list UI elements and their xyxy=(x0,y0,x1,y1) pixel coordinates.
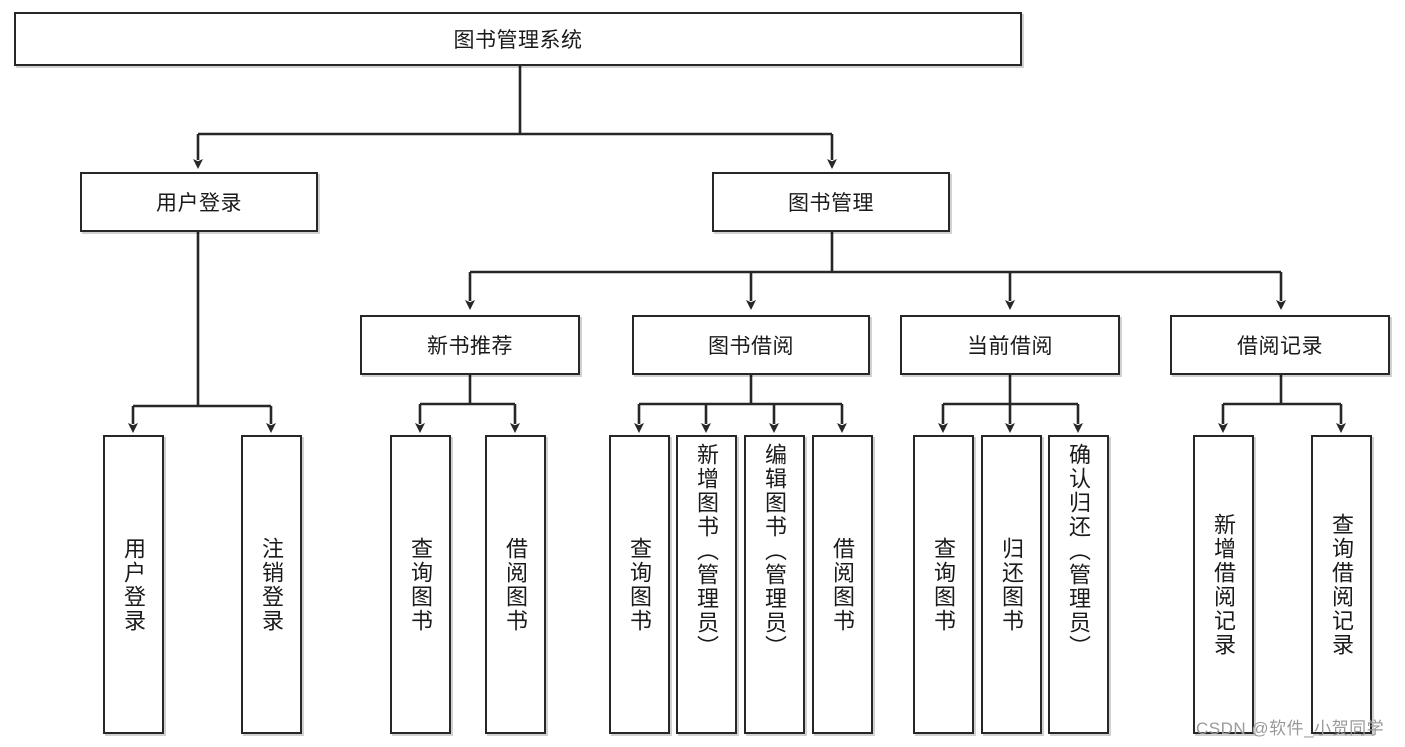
node-leaf-borrow-book-1[interactable]: 借阅图书 xyxy=(485,435,546,734)
node-borrow-record-label: 借阅记录 xyxy=(1237,335,1323,358)
node-leaf-query-book-2-label: 查询图书 xyxy=(627,536,653,633)
node-leaf-user-login-label: 用户登录 xyxy=(121,536,147,633)
node-leaf-query-book-2-label-wrap: 查询图书 xyxy=(611,437,668,732)
node-leaf-query-book-3[interactable]: 查询图书 xyxy=(913,435,974,734)
node-leaf-edit-book-label: 编辑图书（管理员） xyxy=(762,443,788,659)
node-leaf-query-book-1-label: 查询图书 xyxy=(408,536,434,633)
node-leaf-query-record-label-wrap: 查询借阅记录 xyxy=(1313,437,1370,732)
node-leaf-query-record[interactable]: 查询借阅记录 xyxy=(1311,435,1372,734)
node-user-login-label: 用户登录 xyxy=(156,192,242,215)
node-leaf-add-record[interactable]: 新增借阅记录 xyxy=(1193,435,1254,734)
node-leaf-borrow-book-2-label-wrap: 借阅图书 xyxy=(814,437,871,732)
node-leaf-query-record-label: 查询借阅记录 xyxy=(1329,512,1355,657)
node-leaf-logout-label: 注销登录 xyxy=(259,536,285,633)
node-new-book-recommend[interactable]: 新书推荐 xyxy=(360,315,580,375)
node-leaf-add-book-label-wrap: 新增图书（管理员） xyxy=(678,437,735,732)
node-leaf-borrow-book-1-label-wrap: 借阅图书 xyxy=(487,437,544,732)
node-leaf-return-book-label-wrap: 归还图书 xyxy=(983,437,1040,732)
node-leaf-user-login[interactable]: 用户登录 xyxy=(103,435,164,734)
node-book-manage-label: 图书管理 xyxy=(788,192,874,215)
node-leaf-add-record-label-wrap: 新增借阅记录 xyxy=(1195,437,1252,732)
node-leaf-query-book-3-label-wrap: 查询图书 xyxy=(915,437,972,732)
node-book-borrow[interactable]: 图书借阅 xyxy=(632,315,870,375)
node-current-borrow-label: 当前借阅 xyxy=(967,335,1053,358)
node-leaf-confirm-return-label-wrap: 确认归还（管理员） xyxy=(1050,437,1107,732)
node-leaf-user-login-label-wrap: 用户登录 xyxy=(105,437,162,732)
node-leaf-return-book-label: 归还图书 xyxy=(999,536,1025,633)
node-user-login[interactable]: 用户登录 xyxy=(80,172,318,232)
node-root[interactable]: 图书管理系统 xyxy=(14,12,1022,66)
node-root-label: 图书管理系统 xyxy=(453,29,583,52)
node-leaf-borrow-book-2[interactable]: 借阅图书 xyxy=(812,435,873,734)
node-leaf-logout-label-wrap: 注销登录 xyxy=(243,437,300,732)
node-leaf-add-book-label: 新增图书（管理员） xyxy=(694,443,720,659)
watermark-text: CSDN @软件_小贺同学 xyxy=(1196,719,1385,738)
node-leaf-query-book-3-label: 查询图书 xyxy=(931,536,957,633)
node-leaf-query-book-1[interactable]: 查询图书 xyxy=(390,435,451,734)
node-leaf-return-book[interactable]: 归还图书 xyxy=(981,435,1042,734)
node-leaf-query-book-2[interactable]: 查询图书 xyxy=(609,435,670,734)
node-leaf-query-book-1-label-wrap: 查询图书 xyxy=(392,437,449,732)
node-leaf-edit-book-label-wrap: 编辑图书（管理员） xyxy=(746,437,803,732)
node-leaf-borrow-book-2-label: 借阅图书 xyxy=(830,536,856,633)
node-book-manage[interactable]: 图书管理 xyxy=(712,172,950,232)
node-leaf-borrow-book-1-label: 借阅图书 xyxy=(503,536,529,633)
node-borrow-record[interactable]: 借阅记录 xyxy=(1170,315,1390,375)
node-leaf-add-book[interactable]: 新增图书（管理员） xyxy=(676,435,737,734)
node-leaf-logout[interactable]: 注销登录 xyxy=(241,435,302,734)
node-new-book-recommend-label: 新书推荐 xyxy=(427,335,513,358)
node-leaf-edit-book[interactable]: 编辑图书（管理员） xyxy=(744,435,805,734)
node-current-borrow[interactable]: 当前借阅 xyxy=(900,315,1120,375)
node-leaf-confirm-return[interactable]: 确认归还（管理员） xyxy=(1048,435,1109,734)
node-leaf-confirm-return-label: 确认归还（管理员） xyxy=(1066,443,1092,659)
node-leaf-add-record-label: 新增借阅记录 xyxy=(1211,512,1237,657)
node-book-borrow-label: 图书借阅 xyxy=(708,335,794,358)
